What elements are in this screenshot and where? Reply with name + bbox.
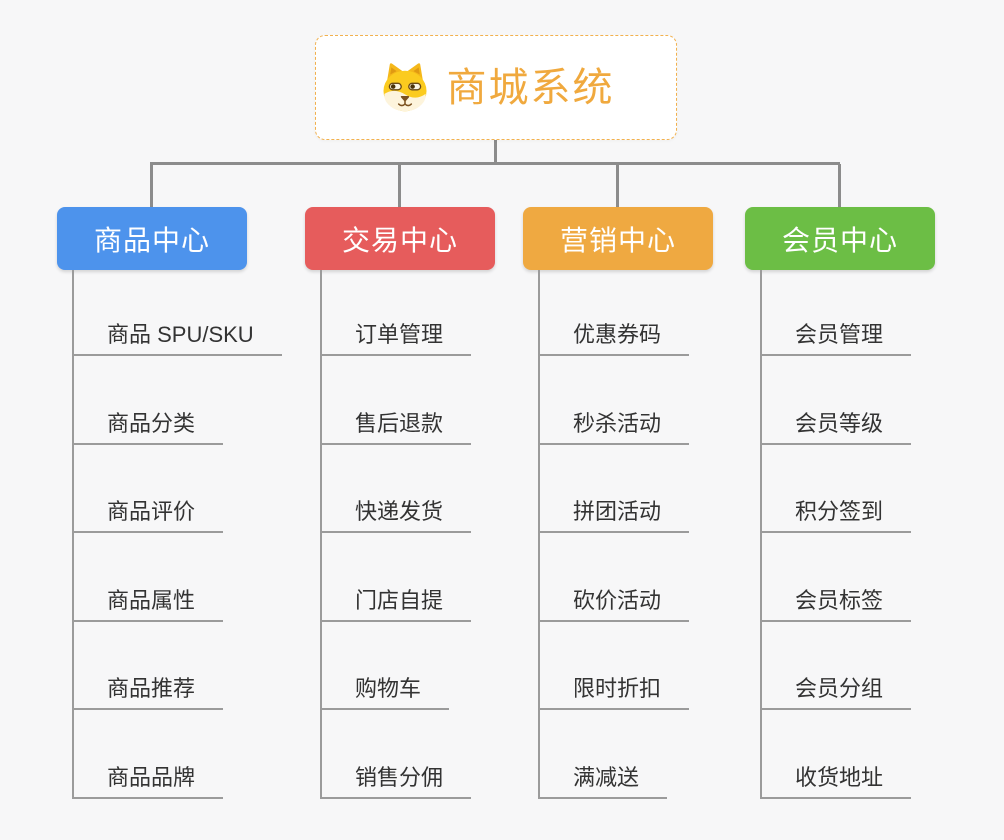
leaf-node[interactable]: 优惠券码 (540, 270, 690, 356)
leaf-label: 收货地址 (795, 764, 884, 790)
leaf-node[interactable]: 秒杀活动 (540, 356, 690, 445)
leaf-node[interactable]: 砍价活动 (540, 533, 690, 622)
leaf-label: 会员等级 (795, 410, 884, 436)
branch-items-marketing-center: 优惠券码 秒杀活动 拼团活动 砍价活动 限时折扣 满减送 (538, 270, 713, 799)
branch-node-marketing-center[interactable]: 营销中心 (523, 207, 713, 270)
leaf-label: 砍价活动 (573, 587, 662, 613)
leaf-label: 会员标签 (795, 587, 884, 613)
branch-product-center: 商品中心 商品 SPU/SKU 商品分类 商品评价 商品属性 商品推荐 商品品牌 (57, 207, 282, 799)
leaf-label: 订单管理 (355, 322, 444, 347)
leaf-node[interactable]: 快递发货 (322, 445, 472, 534)
leaf-node[interactable]: 限时折扣 (540, 622, 690, 711)
leaf-node[interactable]: 门店自提 (322, 533, 472, 622)
leaf-node[interactable]: 会员分组 (762, 622, 912, 711)
leaf-node[interactable]: 商品品牌 (74, 710, 224, 799)
leaf-label: 会员分组 (795, 676, 884, 702)
leaf-label: 快递发货 (355, 499, 444, 525)
leaf-node[interactable]: 购物车 (322, 622, 450, 711)
branch-node-member-center[interactable]: 会员中心 (745, 207, 935, 270)
leaf-label: 限时折扣 (573, 676, 662, 702)
branch-drop-line (616, 164, 619, 208)
leaf-node[interactable]: 销售分佣 (322, 710, 472, 799)
branch-items-trade-center: 订单管理 售后退款 快递发货 门店自提 购物车 销售分佣 (320, 270, 495, 799)
leaf-node[interactable]: 商品属性 (74, 533, 224, 622)
leaf-node[interactable]: 商品推荐 (74, 622, 224, 711)
leaf-node[interactable]: 会员等级 (762, 356, 912, 445)
leaf-label: 积分签到 (795, 499, 884, 525)
branch-node-trade-center[interactable]: 交易中心 (305, 207, 495, 270)
leaf-node[interactable]: 商品 SPU/SKU (74, 270, 282, 356)
leaf-label: 售后退款 (355, 410, 444, 436)
branch-trade-center: 交易中心 订单管理 售后退款 快递发货 门店自提 购物车 销售分佣 (305, 207, 495, 799)
leaf-label: 商品分类 (107, 410, 196, 436)
root-node-mall-system[interactable]: 商城系统 (315, 35, 677, 140)
leaf-label: 秒杀活动 (573, 410, 662, 436)
leaf-label: 销售分佣 (355, 764, 444, 790)
branch-drop-line (150, 164, 153, 208)
branch-drop-line (838, 164, 841, 208)
leaf-label: 满减送 (573, 764, 640, 790)
leaf-label: 商品属性 (107, 587, 196, 613)
branch-marketing-center: 营销中心 优惠券码 秒杀活动 拼团活动 砍价活动 限时折扣 满减送 (523, 207, 713, 799)
leaf-node[interactable]: 积分签到 (762, 445, 912, 534)
branch-horizontal-line (150, 162, 840, 165)
leaf-node[interactable]: 收货地址 (762, 710, 912, 799)
leaf-label: 购物车 (355, 676, 422, 702)
leaf-node[interactable]: 满减送 (540, 710, 668, 799)
leaf-label: 商品品牌 (107, 764, 196, 790)
dog-face-icon (382, 62, 427, 111)
branch-drop-line (398, 164, 401, 208)
leaf-label: 拼团活动 (573, 499, 662, 525)
leaf-label: 优惠券码 (573, 322, 662, 347)
leaf-node[interactable]: 商品分类 (74, 356, 224, 445)
branch-items-product-center: 商品 SPU/SKU 商品分类 商品评价 商品属性 商品推荐 商品品牌 (72, 270, 282, 799)
root-stem-line (494, 140, 497, 164)
leaf-label: 商品评价 (107, 499, 196, 525)
branch-member-center: 会员中心 会员管理 会员等级 积分签到 会员标签 会员分组 收货地址 (745, 207, 935, 799)
leaf-node[interactable]: 售后退款 (322, 356, 472, 445)
leaf-node[interactable]: 会员标签 (762, 533, 912, 622)
leaf-node[interactable]: 拼团活动 (540, 445, 690, 534)
branch-node-product-center[interactable]: 商品中心 (57, 207, 247, 270)
leaf-label: 商品 SPU/SKU (107, 322, 254, 347)
leaf-node[interactable]: 订单管理 (322, 270, 472, 356)
leaf-label: 门店自提 (355, 587, 444, 613)
branch-items-member-center: 会员管理 会员等级 积分签到 会员标签 会员分组 收货地址 (760, 270, 935, 799)
leaf-label: 会员管理 (795, 322, 884, 347)
leaf-label: 商品推荐 (107, 676, 196, 702)
leaf-node[interactable]: 会员管理 (762, 270, 912, 356)
root-node-label: 商城系统 (446, 65, 615, 110)
leaf-node[interactable]: 商品评价 (74, 445, 224, 534)
